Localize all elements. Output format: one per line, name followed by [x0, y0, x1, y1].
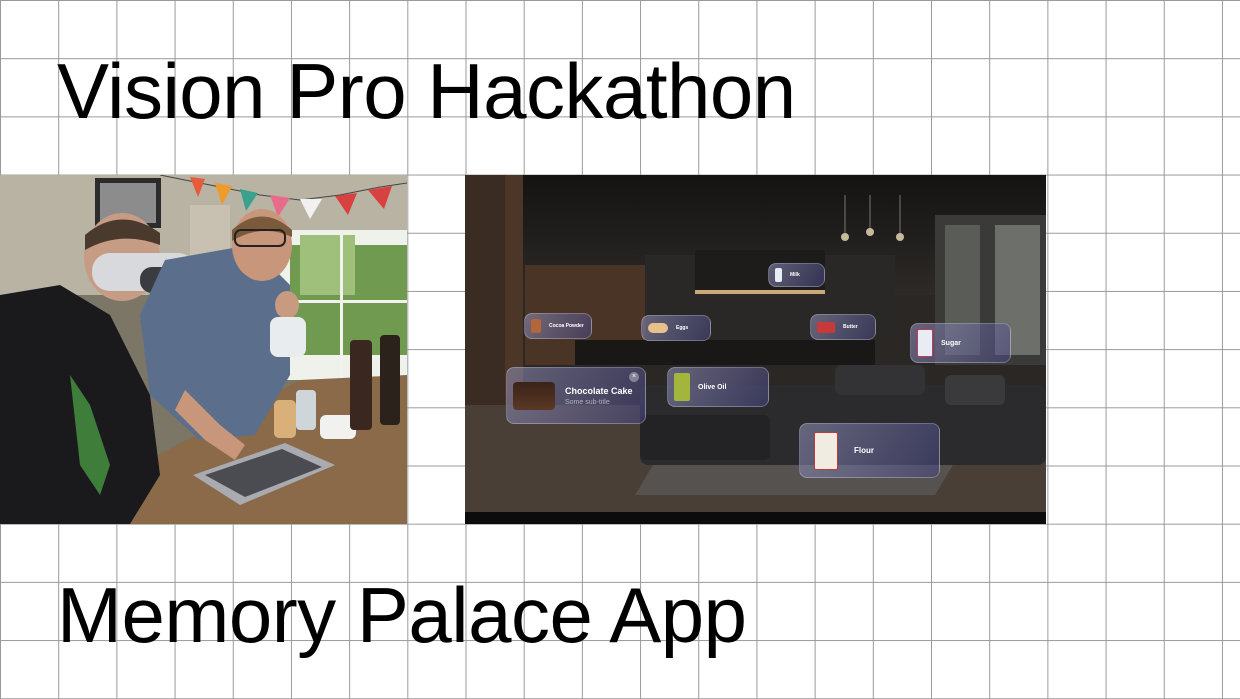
card-cocoa[interactable]: Cocoa Powder [524, 313, 592, 339]
cocoa-icon [531, 319, 541, 333]
app-render: Milk Cocoa Powder Eggs Butter Sugar Choc… [465, 175, 1046, 524]
sugar-icon [917, 329, 933, 357]
card-olive-label: Olive Oil [698, 383, 727, 391]
card-olive-oil[interactable]: Olive Oil [667, 367, 769, 407]
butter-icon [817, 321, 835, 333]
card-sugar-label: Sugar [941, 339, 961, 347]
close-icon[interactable]: × [629, 372, 639, 382]
flour-icon [814, 431, 838, 470]
milk-icon [775, 268, 782, 282]
card-milk-label: Milk [790, 272, 800, 278]
card-milk[interactable]: Milk [768, 263, 825, 287]
card-butter-label: Butter [843, 324, 858, 330]
olive-oil-icon [674, 373, 690, 401]
card-chocolate-cake[interactable]: Chocolate Cake Some sub-title × [506, 367, 646, 424]
card-sugar[interactable]: Sugar [910, 323, 1011, 363]
card-eggs[interactable]: Eggs [641, 315, 711, 341]
card-butter[interactable]: Butter [810, 314, 876, 340]
slide-title: Vision Pro Hackathon [57, 47, 796, 135]
card-cake-label: Chocolate Cake [565, 385, 633, 396]
app-subtitle: Memory Palace App [57, 571, 747, 659]
card-flour[interactable]: Flour [799, 423, 940, 478]
card-flour-label: Flour [854, 446, 874, 455]
eggs-icon [648, 323, 668, 333]
card-cocoa-label: Cocoa Powder [549, 323, 584, 329]
card-cake-subtitle: Some sub-title [565, 398, 610, 406]
hackathon-photo [0, 175, 407, 524]
cake-icon [513, 381, 555, 410]
card-eggs-label: Eggs [676, 325, 689, 331]
